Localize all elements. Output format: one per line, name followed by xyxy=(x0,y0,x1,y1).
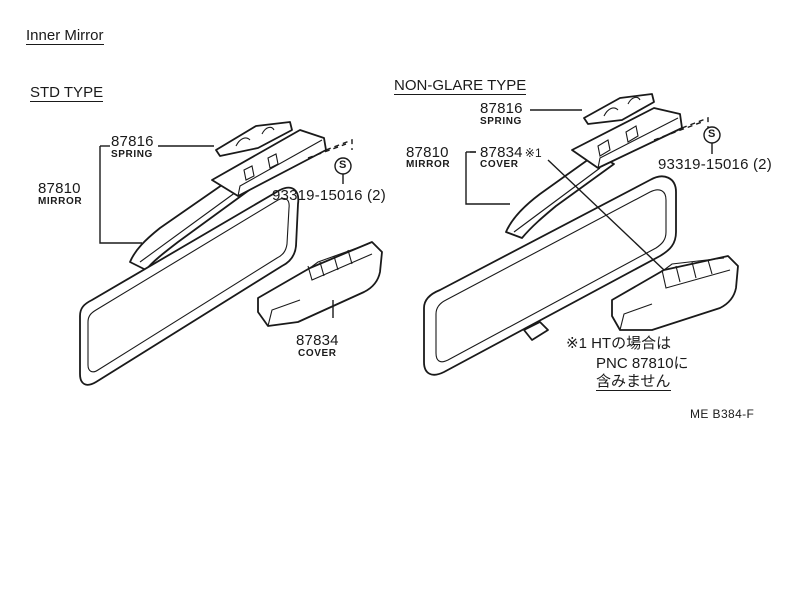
ng-cover-mark: ※1 xyxy=(524,146,542,160)
note-line-2: PNC 87810に xyxy=(596,355,689,372)
ng-spring-number: 87816 xyxy=(480,100,523,117)
std-mirror-glass xyxy=(87,197,290,373)
ng-mirror-drawing xyxy=(423,93,739,376)
std-spring xyxy=(215,121,293,157)
drawing-code: ME B384-F xyxy=(690,407,755,421)
ng-section-title: NON-GLARE TYPE xyxy=(394,77,527,95)
ng-lever xyxy=(523,321,549,341)
std-cover-name: COVER xyxy=(298,348,337,359)
std-cover-number: 87834 xyxy=(296,332,339,349)
ng-cover-number-text: 87834 xyxy=(480,144,523,161)
std-section-title: STD TYPE xyxy=(30,84,104,102)
ng-screw-symbol: S xyxy=(708,128,716,140)
std-screw-number: 93319-15016 (2) xyxy=(272,187,386,204)
ng-mirror-name: MIRROR xyxy=(406,159,451,170)
ng-leaders xyxy=(465,109,721,271)
std-screw-symbol: S xyxy=(339,159,347,171)
ng-cover-name: COVER xyxy=(480,159,519,170)
ng-mirror-stay xyxy=(505,153,615,239)
ng-cover-number: 87834※1 xyxy=(480,145,542,160)
ng-mirror-glass xyxy=(435,189,667,363)
ng-mirror-frame xyxy=(423,175,677,376)
std-spring-number: 87816 xyxy=(111,133,154,150)
note-line-1: ※1 HTの場合は xyxy=(566,335,672,352)
std-mirror-number: 87810 xyxy=(38,180,81,197)
ng-spring-name: SPRING xyxy=(480,116,522,127)
page-title: Inner Mirror xyxy=(26,27,104,45)
std-mirror-name: MIRROR xyxy=(38,196,83,207)
ng-mirror-number: 87810 xyxy=(406,144,449,161)
ng-spring xyxy=(583,93,655,125)
std-mirror-drawing xyxy=(79,121,383,386)
note-line-3: 含みません xyxy=(596,373,671,391)
std-spring-name: SPRING xyxy=(111,149,153,160)
std-leaders xyxy=(99,145,352,318)
ng-screw-number: 93319-15016 (2) xyxy=(658,156,772,173)
ng-cover xyxy=(611,255,739,331)
std-mirror-frame xyxy=(79,186,300,386)
